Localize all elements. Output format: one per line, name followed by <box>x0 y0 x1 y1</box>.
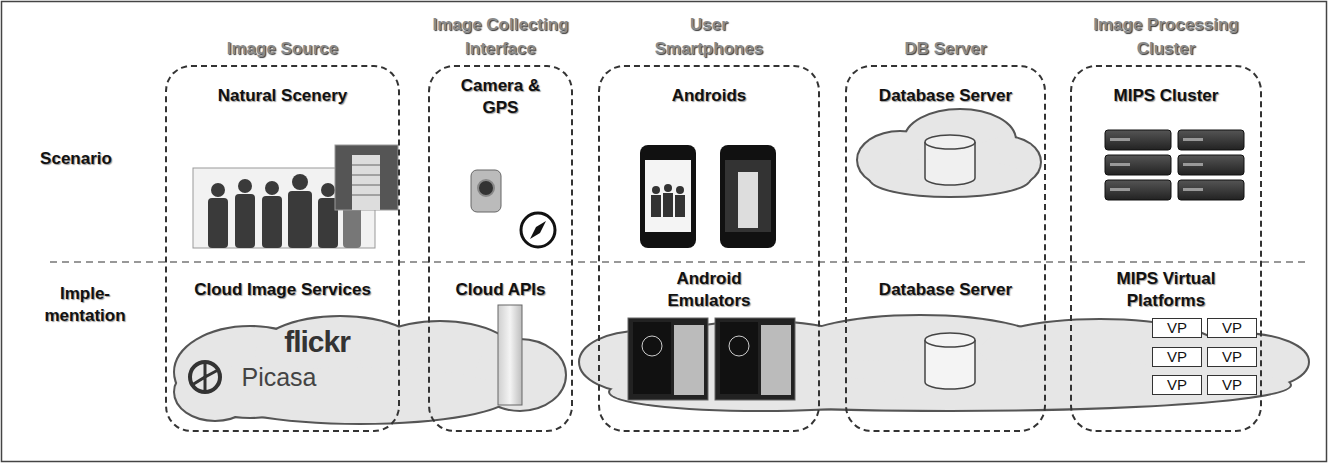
dashed-group: Image Collecting InterfaceCamera & GPSCl… <box>428 65 573 432</box>
logo-text: Picasa <box>224 362 334 392</box>
implementation-title: Cloud Image Services <box>170 279 395 301</box>
vp-box: VP <box>1207 375 1257 395</box>
column-heading: Image Processing Cluster <box>1081 13 1251 61</box>
vp-box: VP <box>1207 318 1257 338</box>
scenario-title: Natural Scenery <box>170 85 395 107</box>
implementation-title: Cloud APIs <box>431 279 571 301</box>
vp-label: VP <box>1222 320 1242 336</box>
scenario-title: Androids <box>603 85 815 107</box>
logo-text: flickr <box>262 325 372 359</box>
row-label: Scenario <box>40 148 112 170</box>
vp-label: VP <box>1167 377 1187 393</box>
row-label: Imple- mentation <box>40 283 130 327</box>
vp-label: VP <box>1222 349 1242 365</box>
column-heading: User Smartphones <box>639 13 779 61</box>
vp-box: VP <box>1207 347 1257 367</box>
vp-box: VP <box>1152 347 1202 367</box>
vp-label: VP <box>1167 349 1187 365</box>
vp-box: VP <box>1152 375 1202 395</box>
vp-box: VP <box>1152 318 1202 338</box>
implementation-title: MIPS Virtual Platforms <box>1091 268 1241 312</box>
scenario-title: Camera & GPS <box>451 75 551 119</box>
dashed-group: Image Processing ClusterMIPS ClusterMIPS… <box>1070 65 1262 432</box>
implementation-title: Database Server <box>848 279 1043 301</box>
column-heading: Image Source <box>183 37 383 61</box>
dashed-group: User SmartphonesAndroidsAndroid Emulator… <box>598 65 820 432</box>
dashed-group: DB ServerDatabase ServerDatabase Server <box>845 65 1046 432</box>
implementation-title: Android Emulators <box>634 268 784 312</box>
vp-label: VP <box>1167 320 1187 336</box>
column-heading: Image Collecting Interface <box>413 13 588 61</box>
scenario-title: Database Server <box>848 85 1043 107</box>
vp-label: VP <box>1222 377 1242 393</box>
column-heading: DB Server <box>851 37 1041 61</box>
scenario-title: MIPS Cluster <box>1072 85 1260 107</box>
